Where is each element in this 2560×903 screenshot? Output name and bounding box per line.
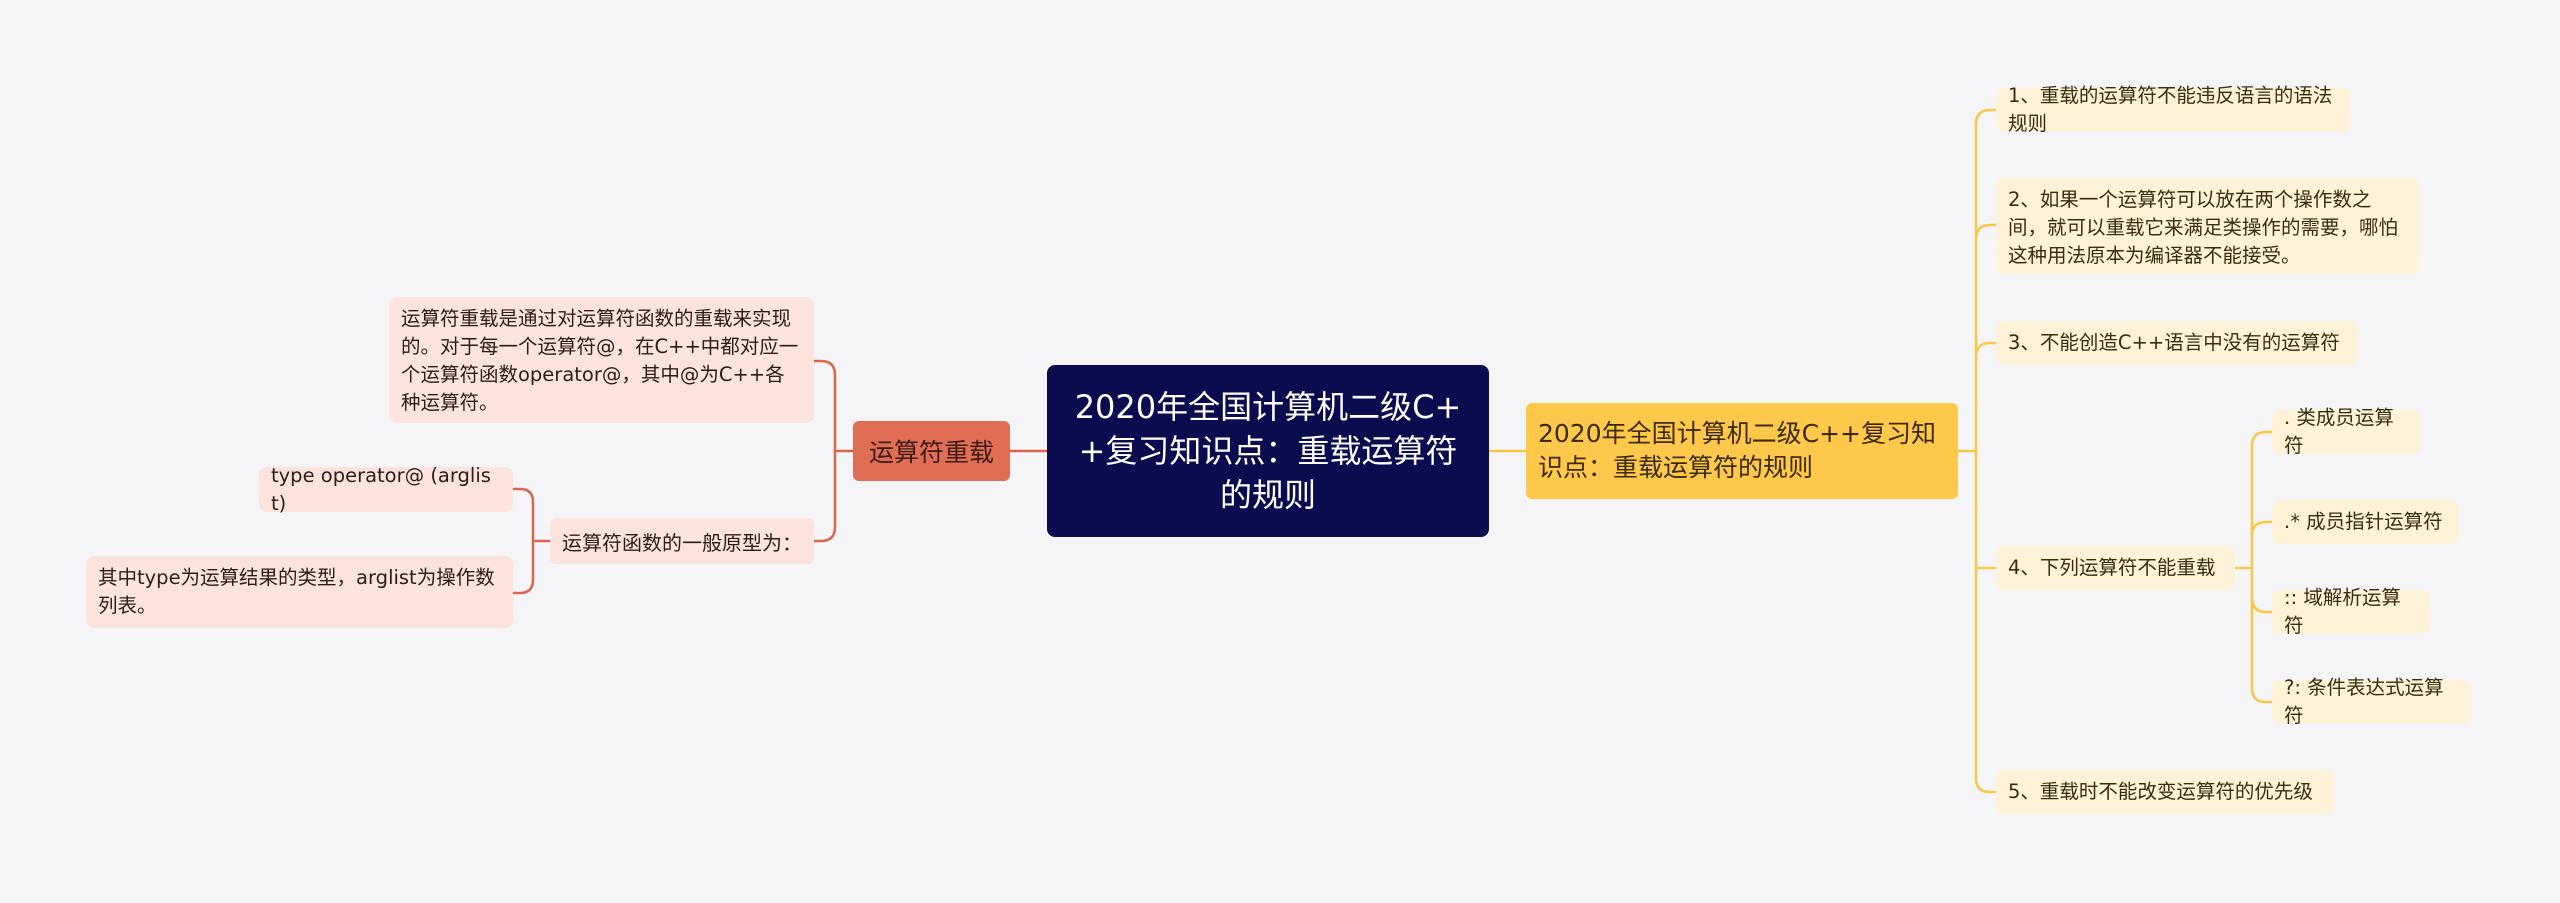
branch-operator-overloading-text: 运算符重载 <box>868 438 994 467</box>
link-prototype-bracket <box>513 487 550 595</box>
rule-5-text: 5、重载时不能改变运算符的优先级 <box>2008 780 2313 803</box>
rule-2[interactable]: 2、如果一个运算符可以放在两个操作数之间，就可以重载它来满足类操作的需要，哪怕这… <box>1996 178 2420 274</box>
link-left-bracket <box>814 359 853 543</box>
operator-scope-resolution-text: :: 域解析运算符 <box>2284 586 2401 637</box>
overloading-description-text: 运算符重载是通过对运算符函数的重载来实现的。对于每一个运算符@，在C++中都对应… <box>401 307 799 414</box>
link-rule4-bracket <box>2235 430 2272 704</box>
operator-conditional[interactable]: ?: 条件表达式运算符 <box>2272 676 2472 727</box>
overloading-description[interactable]: 运算符重载是通过对运算符函数的重载来实现的。对于每一个运算符@，在C++中都对应… <box>389 297 814 423</box>
operator-member-pointer-text: .* 成员指针运算符 <box>2284 510 2443 533</box>
root-topic[interactable]: 2020年全国计算机二级C++复习知识点：重载运算符的规则 <box>1047 365 1489 537</box>
branch-overloading-rules[interactable]: 2020年全国计算机二级C++复习知识点：重载运算符的规则 <box>1526 403 1958 499</box>
prototype-explanation[interactable]: 其中type为运算结果的类型，arglist为操作数列表。 <box>86 556 513 628</box>
root-topic-text: 2020年全国计算机二级C++复习知识点：重载运算符的规则 <box>1074 388 1462 514</box>
prototype-explanation-text: 其中type为运算结果的类型，arglist为操作数列表。 <box>98 566 495 617</box>
rule-5[interactable]: 5、重载时不能改变运算符的优先级 <box>1996 770 2334 814</box>
operator-class-member[interactable]: . 类成员运算符 <box>2272 406 2421 457</box>
operator-class-member-text: . 类成员运算符 <box>2284 406 2394 457</box>
rule-4-text: 4、下列运算符不能重载 <box>2008 556 2216 579</box>
rule-3[interactable]: 3、不能创造C++语言中没有的运算符 <box>1996 321 2358 365</box>
rule-4[interactable]: 4、下列运算符不能重载 <box>1996 546 2235 590</box>
operator-conditional-text: ?: 条件表达式运算符 <box>2284 676 2444 727</box>
prototype-node-text: 运算符函数的一般原型为： <box>562 530 802 555</box>
prototype-node[interactable]: 运算符函数的一般原型为： <box>550 518 814 564</box>
rule-1[interactable]: 1、重载的运算符不能违反语言的语法规则 <box>1996 84 2351 135</box>
prototype-signature-text: type operator@ (arglist) <box>271 463 491 515</box>
prototype-signature[interactable]: type operator@ (arglist) <box>259 464 513 515</box>
branch-operator-overloading[interactable]: 运算符重载 <box>853 421 1010 481</box>
operator-member-pointer[interactable]: .* 成员指针运算符 <box>2272 500 2459 544</box>
rule-2-text: 2、如果一个运算符可以放在两个操作数之间，就可以重载它来满足类操作的需要，哪怕这… <box>2008 188 2399 267</box>
link-right-bracket <box>1958 108 1996 794</box>
operator-scope-resolution[interactable]: :: 域解析运算符 <box>2272 586 2430 637</box>
rule-1-text: 1、重载的运算符不能违反语言的语法规则 <box>2008 84 2333 135</box>
rule-3-text: 3、不能创造C++语言中没有的运算符 <box>2008 331 2340 354</box>
branch-overloading-rules-text: 2020年全国计算机二级C++复习知识点：重载运算符的规则 <box>1538 419 1936 482</box>
